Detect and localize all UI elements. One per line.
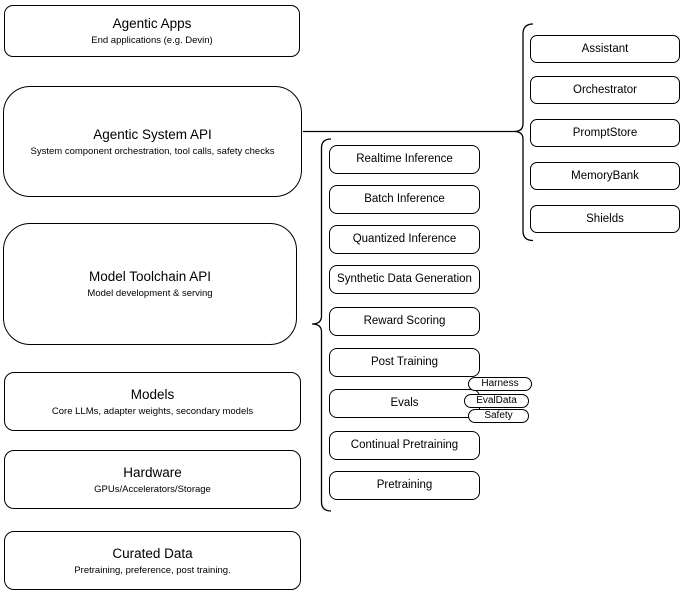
toolchain-item-quantized-inference: Quantized Inference	[329, 225, 480, 254]
layer-title: Models	[130, 386, 175, 402]
toolchain-item-continual-pretraining: Continual Pretraining	[329, 431, 480, 460]
evals-tag-label: EvalData	[476, 395, 517, 406]
layer-curated-data: Curated Data Pretraining, preference, po…	[4, 531, 301, 590]
toolchain-brace	[311, 138, 332, 512]
toolchain-item-reward-scoring: Reward Scoring	[329, 307, 480, 336]
layer-title: Agentic Apps	[112, 16, 192, 31]
toolchain-item-realtime-inference: Realtime Inference	[329, 145, 480, 174]
layer-hardware: Hardware GPUs/Accelerators/Storage	[4, 450, 301, 509]
toolchain-item-pretraining: Pretraining	[329, 471, 480, 500]
system-component-assistant: Assistant	[530, 35, 680, 63]
toolchain-item-label: Pretraining	[376, 479, 433, 491]
layer-title: Model Toolchain API	[88, 269, 212, 284]
toolchain-item-synthetic-data-generation: Synthetic Data Generation	[329, 265, 480, 294]
layer-subtitle: End applications (e.g. Devin)	[91, 35, 213, 46]
layer-title: Hardware	[123, 464, 182, 480]
toolchain-item-label: Post Training	[370, 356, 439, 368]
toolchain-item-label: Continual Pretraining	[350, 439, 459, 451]
layer-subtitle: Core LLMs, adapter weights, secondary mo…	[51, 405, 254, 417]
toolchain-item-label: Quantized Inference	[352, 233, 457, 245]
system-component-label: Shields	[586, 212, 624, 225]
system-component-label: Orchestrator	[573, 83, 637, 96]
system-component-memorybank: MemoryBank	[530, 162, 680, 190]
layer-subtitle: Pretraining, preference, post training.	[74, 564, 231, 576]
layer-title: Curated Data	[112, 545, 193, 561]
toolchain-item-label: Reward Scoring	[363, 315, 446, 327]
layer-models: Models Core LLMs, adapter weights, secon…	[4, 372, 301, 431]
layer-agentic-apps: Agentic Apps End applications (e.g. Devi…	[4, 5, 300, 57]
toolchain-item-label: Batch Inference	[364, 193, 445, 205]
system-components-brace	[513, 23, 534, 242]
toolchain-item-label: Synthetic Data Generation	[337, 273, 472, 285]
system-component-label: PromptStore	[572, 126, 638, 139]
toolchain-item-batch-inference: Batch Inference	[329, 185, 480, 214]
system-component-label: Assistant	[581, 42, 629, 55]
system-component-orchestrator: Orchestrator	[530, 76, 680, 104]
toolchain-item-evals: Evals	[329, 389, 480, 418]
layer-subtitle: System component orchestration, tool cal…	[30, 145, 275, 157]
evals-tag-label: Safety	[484, 410, 513, 421]
layer-subtitle: GPUs/Accelerators/Storage	[94, 483, 211, 495]
layer-title: Agentic System API	[93, 126, 212, 142]
system-component-promptstore: PromptStore	[530, 119, 680, 147]
toolchain-item-label: Realtime Inference	[356, 153, 453, 165]
system-component-label: MemoryBank	[571, 169, 639, 182]
toolchain-item-post-training: Post Training	[329, 348, 480, 377]
evals-tag-harness: Harness	[468, 377, 532, 391]
layer-subtitle: Model development & serving	[87, 288, 213, 299]
layer-model-toolchain-api: Model Toolchain API Model development & …	[3, 223, 297, 345]
system-component-shields: Shields	[530, 205, 680, 233]
toolchain-item-label: Evals	[390, 397, 419, 409]
evals-tag-evaldata: EvalData	[464, 394, 529, 408]
layer-agentic-system-api: Agentic System API System component orch…	[3, 86, 302, 197]
evals-tag-label: Harness	[481, 378, 519, 389]
evals-tag-safety: Safety	[468, 409, 529, 423]
